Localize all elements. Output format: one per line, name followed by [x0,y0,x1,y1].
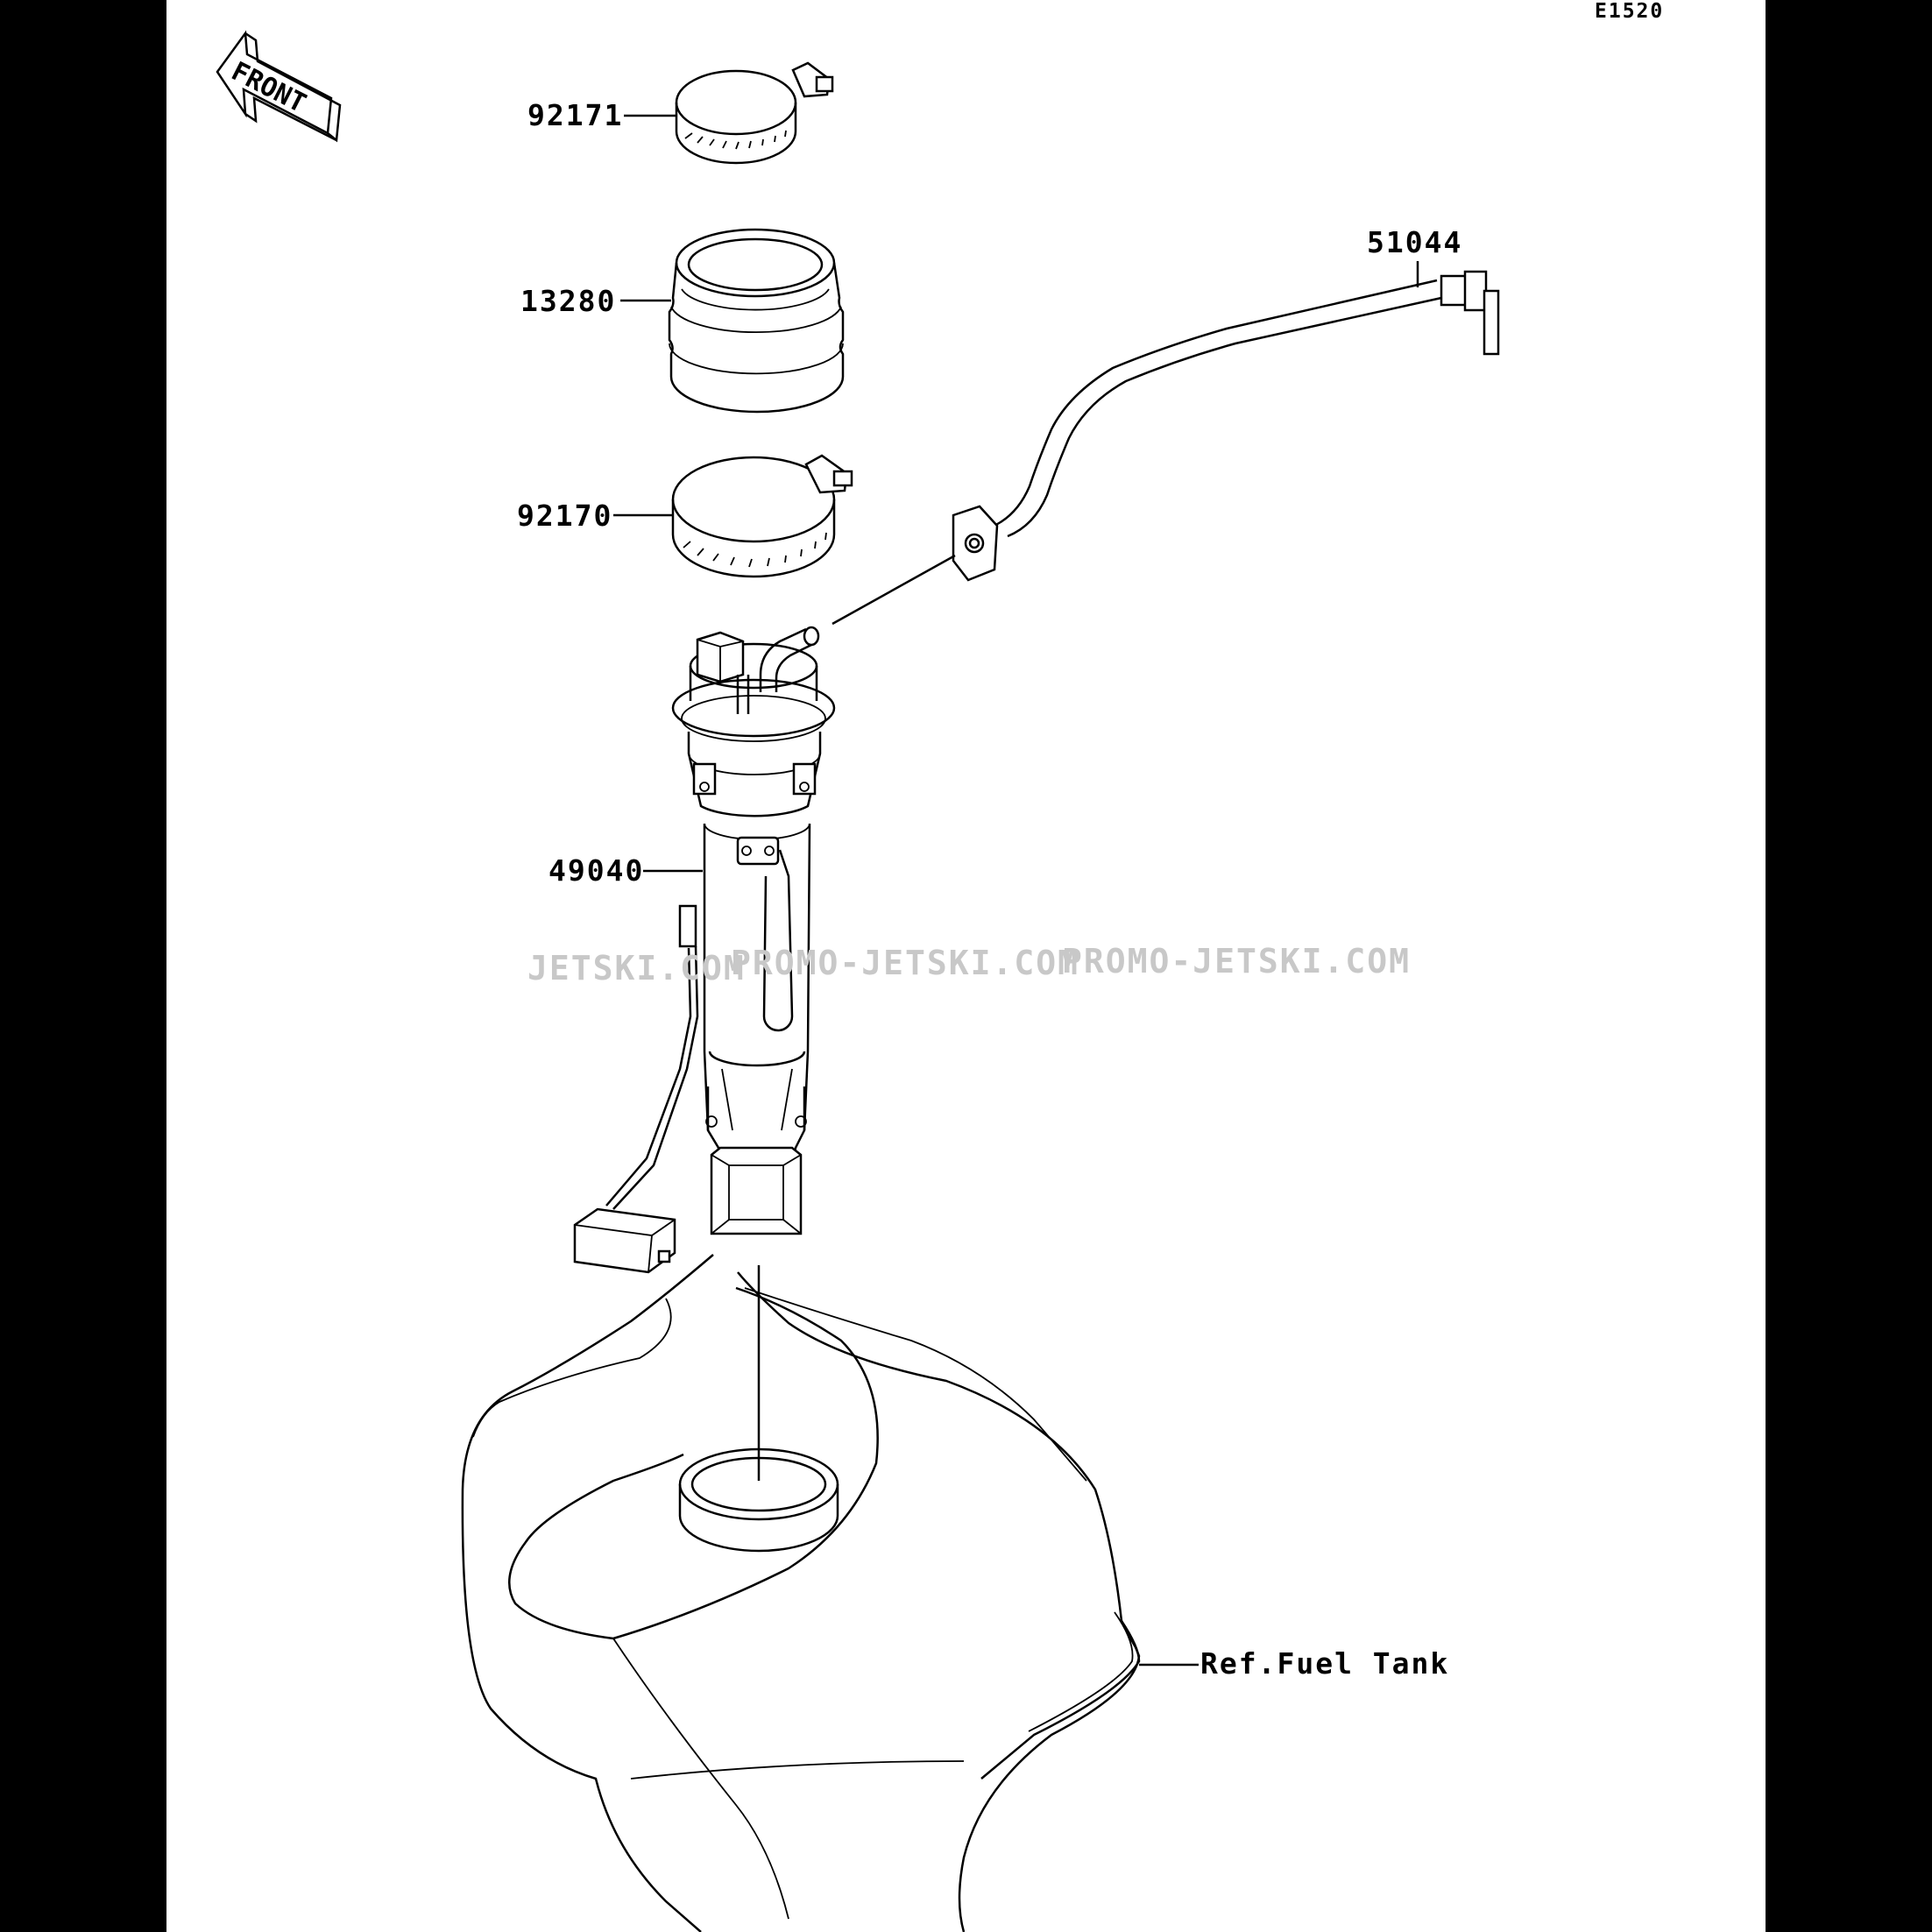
watermark-3: PROMO-JETSKI.COM [1062,942,1411,980]
part-number-92170: 92170 [517,499,612,533]
part-number-92171: 92171 [527,98,623,132]
reference-fuel-tank: Ref.Fuel Tank [1200,1646,1449,1681]
watermark-1: JETSKI.COM [527,949,746,987]
front-arrow-icon: FRONT [216,30,342,143]
part-49040-fuel-pump [573,626,836,1274]
part-92170-clamp [671,454,853,578]
part-92171-clamp [675,61,834,165]
part-number-13280: 13280 [520,284,616,318]
part-51044-hose [952,270,1500,582]
fuel-tank [461,1254,1141,1932]
part-number-51044: 51044 [1367,225,1462,259]
watermark-2: PROMO-JETSKI.COM [731,944,1079,982]
connection-line-hose [832,554,956,626]
watermarks: JETSKI.COM PROMO-JETSKI.COM PROMO-JETSKI… [527,942,1411,987]
part-number-49040: 49040 [548,853,644,888]
part-13280-boot [668,228,845,414]
diagram-code: E1520 [1595,0,1664,23]
